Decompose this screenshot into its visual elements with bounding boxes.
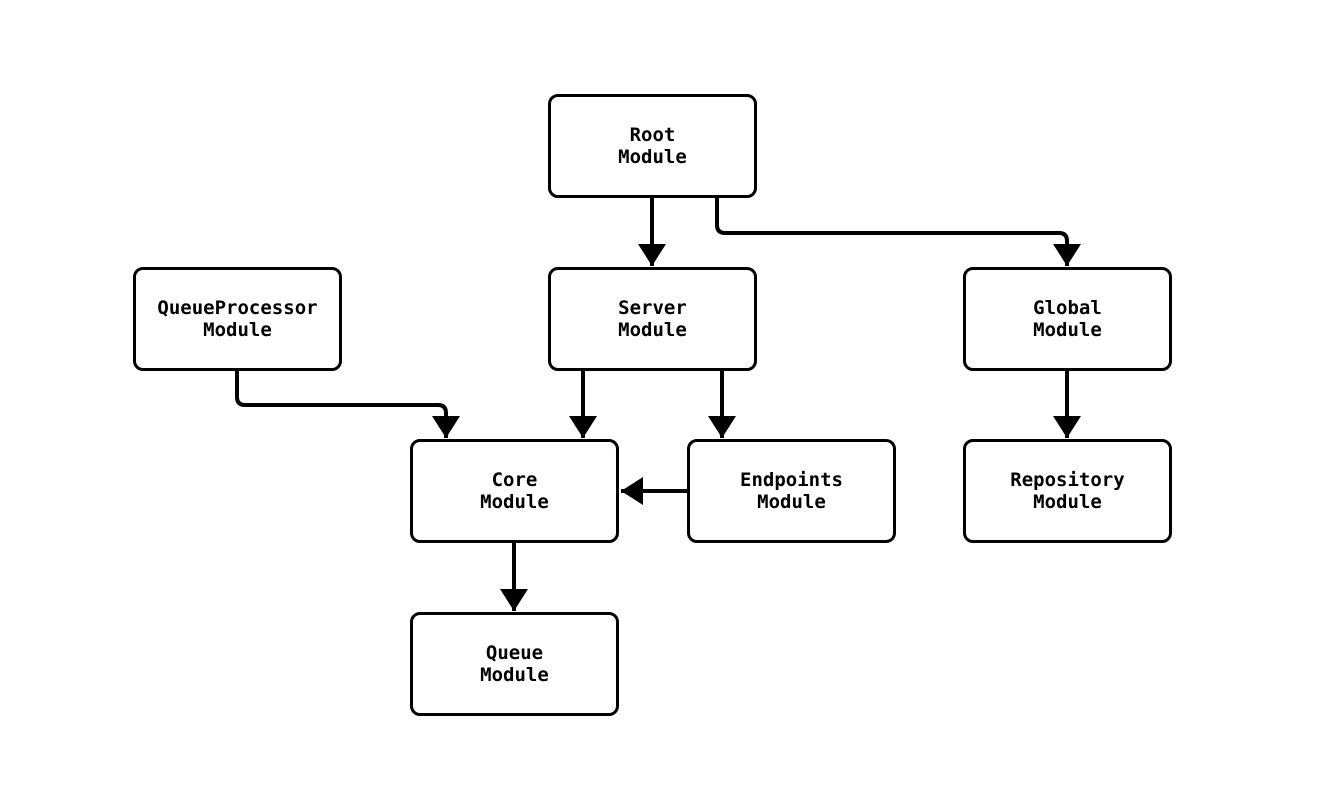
node-label: Server Module [618,297,687,341]
node-root-module: Root Module [548,94,757,198]
node-global-module: Global Module [963,267,1172,371]
node-label: Core Module [480,469,549,513]
node-label: Global Module [1033,297,1102,341]
node-label: Root Module [618,124,687,168]
node-queue-module: Queue Module [410,612,619,716]
node-core-module: Core Module [410,439,619,543]
edge-queueprocessor-to-core [235,371,460,438]
node-repository-module: Repository Module [963,439,1172,543]
node-endpoints-module: Endpoints Module [687,439,896,543]
node-label: Queue Module [480,642,549,686]
node-label: Repository Module [1010,469,1125,513]
node-label: QueueProcessor Module [157,297,318,341]
edge-root-to-global [715,198,1081,266]
node-queueprocessor-module: QueueProcessor Module [133,267,342,371]
node-label: Endpoints Module [740,469,843,513]
node-server-module: Server Module [548,267,757,371]
